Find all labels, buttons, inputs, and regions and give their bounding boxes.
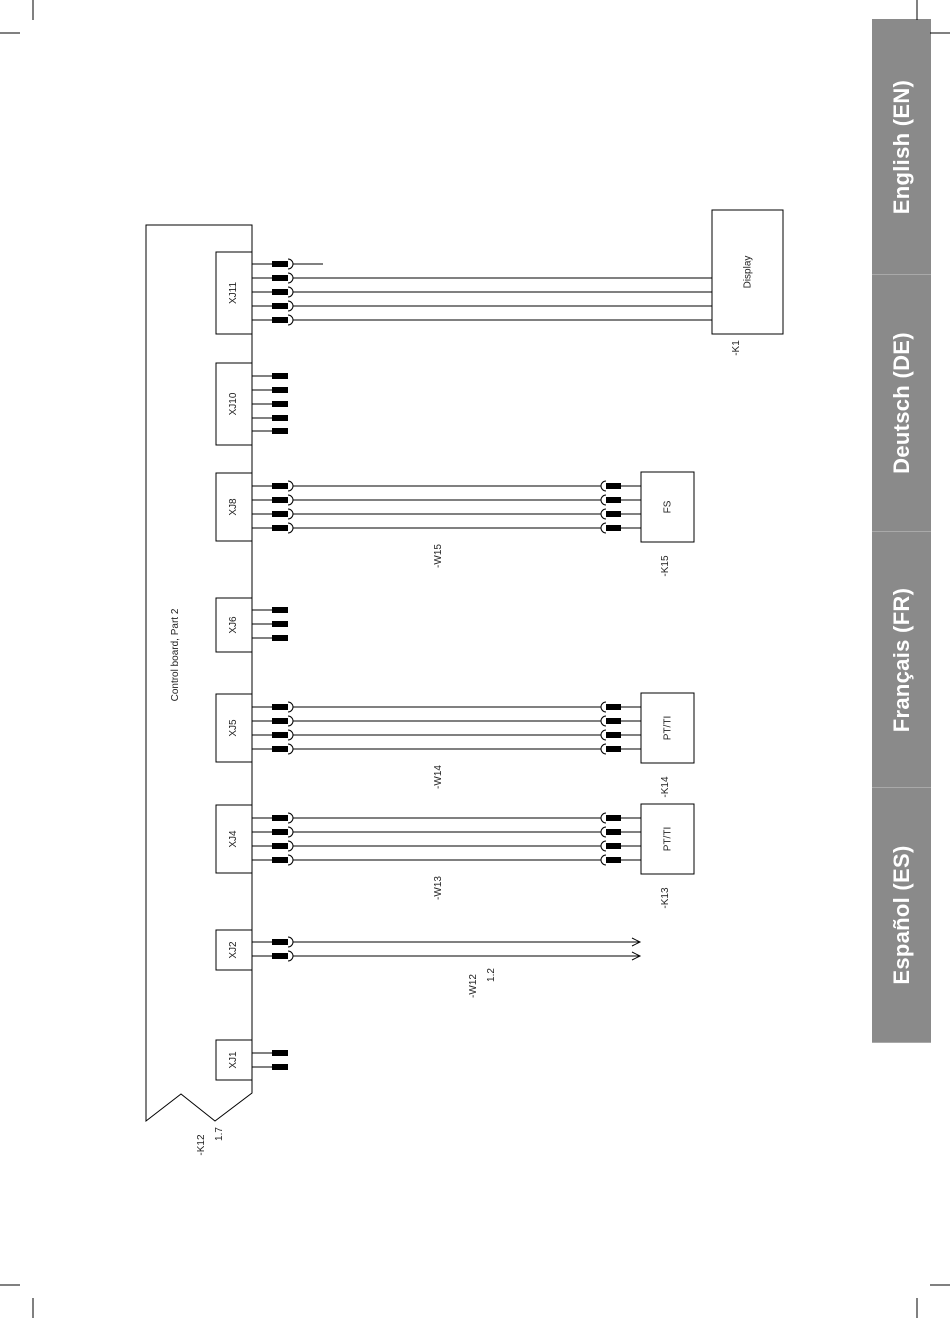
cable-tag: -W15 xyxy=(433,544,444,568)
connector-pin xyxy=(606,732,621,738)
connector-pin xyxy=(272,275,288,281)
connector-pin xyxy=(606,704,621,710)
connector-pin xyxy=(272,483,288,489)
device-tag: -K1 xyxy=(731,340,742,356)
wire-socket xyxy=(288,702,293,712)
connector-pin xyxy=(272,373,288,379)
connector-label: XJ4 xyxy=(228,830,239,848)
control-board-label: Control board, Part 2 xyxy=(170,608,181,701)
connector-pin xyxy=(272,525,288,531)
connector-pin xyxy=(272,317,288,323)
connector-pin xyxy=(606,511,621,517)
connector-pin xyxy=(272,635,288,641)
connector-pin xyxy=(606,497,621,503)
wire-socket xyxy=(601,855,606,865)
connector-label: XJ8 xyxy=(228,498,239,516)
connector-pin xyxy=(272,261,288,267)
wire-socket xyxy=(288,315,293,325)
connector-pin xyxy=(272,387,288,393)
wire-socket xyxy=(288,481,293,491)
control-board-ref: 1.7 xyxy=(214,1127,225,1141)
connector-pin xyxy=(272,746,288,752)
device-label: PT/TI xyxy=(663,716,674,740)
connector-pin xyxy=(272,415,288,421)
control-board-outline xyxy=(146,225,252,1121)
device-label: PT/TI xyxy=(663,827,674,851)
connector-pin xyxy=(272,428,288,434)
connector-pin xyxy=(606,815,621,821)
connector-pin xyxy=(606,746,621,752)
cable-tag: -W12 xyxy=(468,974,479,998)
wire-socket xyxy=(288,301,293,311)
wire-socket xyxy=(288,937,293,947)
device-label: FS xyxy=(663,500,674,513)
connector-pin xyxy=(272,303,288,309)
connector-pin xyxy=(606,718,621,724)
connector-pin xyxy=(272,621,288,627)
wire-socket xyxy=(288,273,293,283)
cable-tag: -W13 xyxy=(433,876,444,900)
wire-socket xyxy=(288,951,293,961)
cable-ref: 1.2 xyxy=(486,968,497,982)
connector-pin xyxy=(272,718,288,724)
wire-socket xyxy=(601,523,606,533)
connector-label: XJ2 xyxy=(228,941,239,959)
wire-socket xyxy=(288,716,293,726)
connector-pin xyxy=(272,1050,288,1056)
wire-socket xyxy=(601,744,606,754)
wire-socket xyxy=(601,495,606,505)
connector-label: XJ10 xyxy=(228,392,239,415)
connector-pin xyxy=(272,704,288,710)
device-tag: -K14 xyxy=(660,776,671,798)
wire-socket xyxy=(288,287,293,297)
wire-socket xyxy=(288,827,293,837)
connector-pin xyxy=(606,857,621,863)
connector-pin xyxy=(272,401,288,407)
device-tag: -K15 xyxy=(660,555,671,577)
connector-label: XJ11 xyxy=(228,282,239,304)
device-tag: -K13 xyxy=(660,887,671,909)
connector-pin xyxy=(272,732,288,738)
wire-socket xyxy=(601,702,606,712)
cable-tag: -W14 xyxy=(433,765,444,789)
wire-socket xyxy=(288,744,293,754)
connector-pin xyxy=(272,829,288,835)
wire-socket xyxy=(601,509,606,519)
connector-pin xyxy=(272,939,288,945)
wire-socket xyxy=(288,495,293,505)
connector-label: XJ1 xyxy=(228,1051,239,1069)
connector-pin xyxy=(272,1064,288,1070)
wire-socket xyxy=(288,841,293,851)
connector-pin xyxy=(606,829,621,835)
connector-pin xyxy=(272,607,288,613)
connector-label: XJ5 xyxy=(228,719,239,737)
wire-socket xyxy=(288,813,293,823)
connector-pin xyxy=(272,815,288,821)
wire-socket xyxy=(288,730,293,740)
wire-socket xyxy=(288,523,293,533)
connector-pin xyxy=(272,857,288,863)
wire-socket xyxy=(601,481,606,491)
wire-socket xyxy=(288,259,293,269)
connector-pin xyxy=(272,511,288,517)
connector-pin xyxy=(272,289,288,295)
wire-socket xyxy=(601,716,606,726)
connector-pin xyxy=(606,843,621,849)
connector-pin xyxy=(606,525,621,531)
wire-socket xyxy=(601,827,606,837)
connector-label: XJ6 xyxy=(228,616,239,634)
connector-pin xyxy=(272,497,288,503)
connector-pin xyxy=(272,843,288,849)
connector-pin xyxy=(606,483,621,489)
control-board-tag: -K12 xyxy=(196,1134,207,1156)
wire-socket xyxy=(601,730,606,740)
device-label: Display xyxy=(743,256,754,289)
wire-socket xyxy=(288,509,293,519)
wire-socket xyxy=(288,855,293,865)
wire-socket xyxy=(601,841,606,851)
wire-socket xyxy=(601,813,606,823)
connector-pin xyxy=(272,953,288,959)
